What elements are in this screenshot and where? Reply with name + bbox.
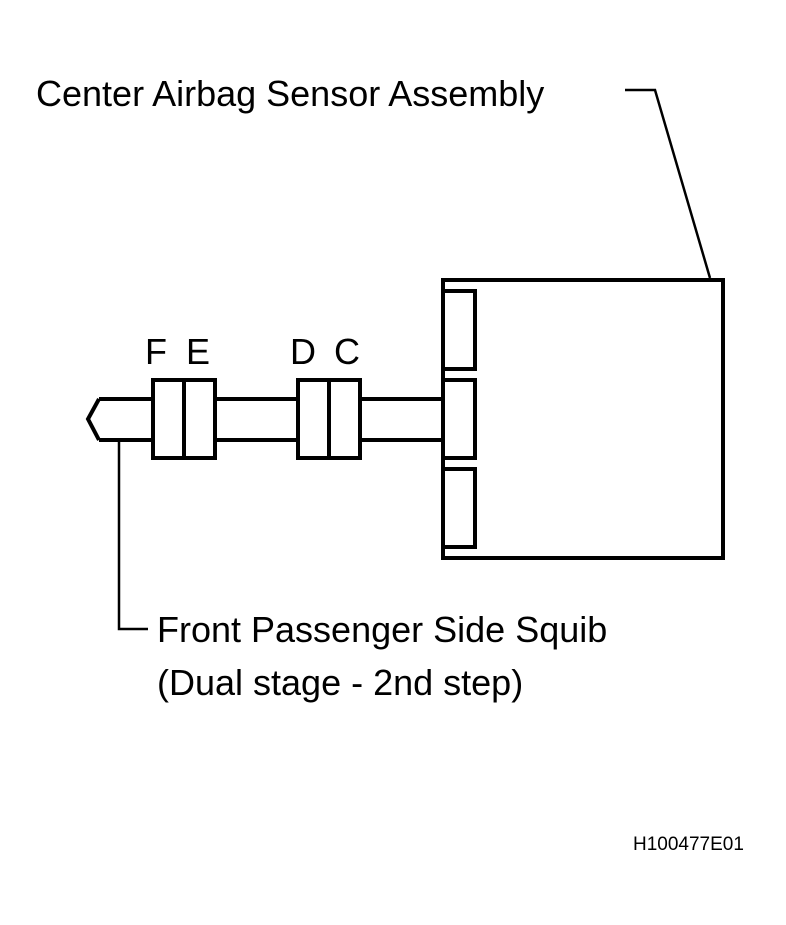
assembly-leader-line bbox=[625, 88, 712, 279]
sensor-socket-middle bbox=[441, 378, 477, 460]
squib-label-line1: Front Passenger Side Squib bbox=[157, 609, 607, 650]
squib-leader-line bbox=[117, 442, 148, 631]
sensor-socket-top bbox=[441, 289, 477, 371]
figure-code: H100477E01 bbox=[633, 834, 744, 855]
assembly-label: Center Airbag Sensor Assembly bbox=[36, 73, 544, 114]
squib-terminal-end bbox=[85, 398, 101, 441]
connector-e bbox=[182, 378, 217, 460]
squib-label-line2: (Dual stage - 2nd step) bbox=[157, 662, 523, 703]
connector-f-label: F bbox=[145, 331, 167, 372]
connector-f bbox=[151, 378, 186, 460]
sensor-assembly-box bbox=[441, 278, 725, 560]
connector-c bbox=[327, 378, 362, 460]
connector-d bbox=[296, 378, 331, 460]
connector-c-label: C bbox=[334, 331, 360, 372]
connector-e-label: E bbox=[186, 331, 210, 372]
sensor-socket-bottom bbox=[441, 467, 477, 549]
connector-d-label: D bbox=[290, 331, 316, 372]
